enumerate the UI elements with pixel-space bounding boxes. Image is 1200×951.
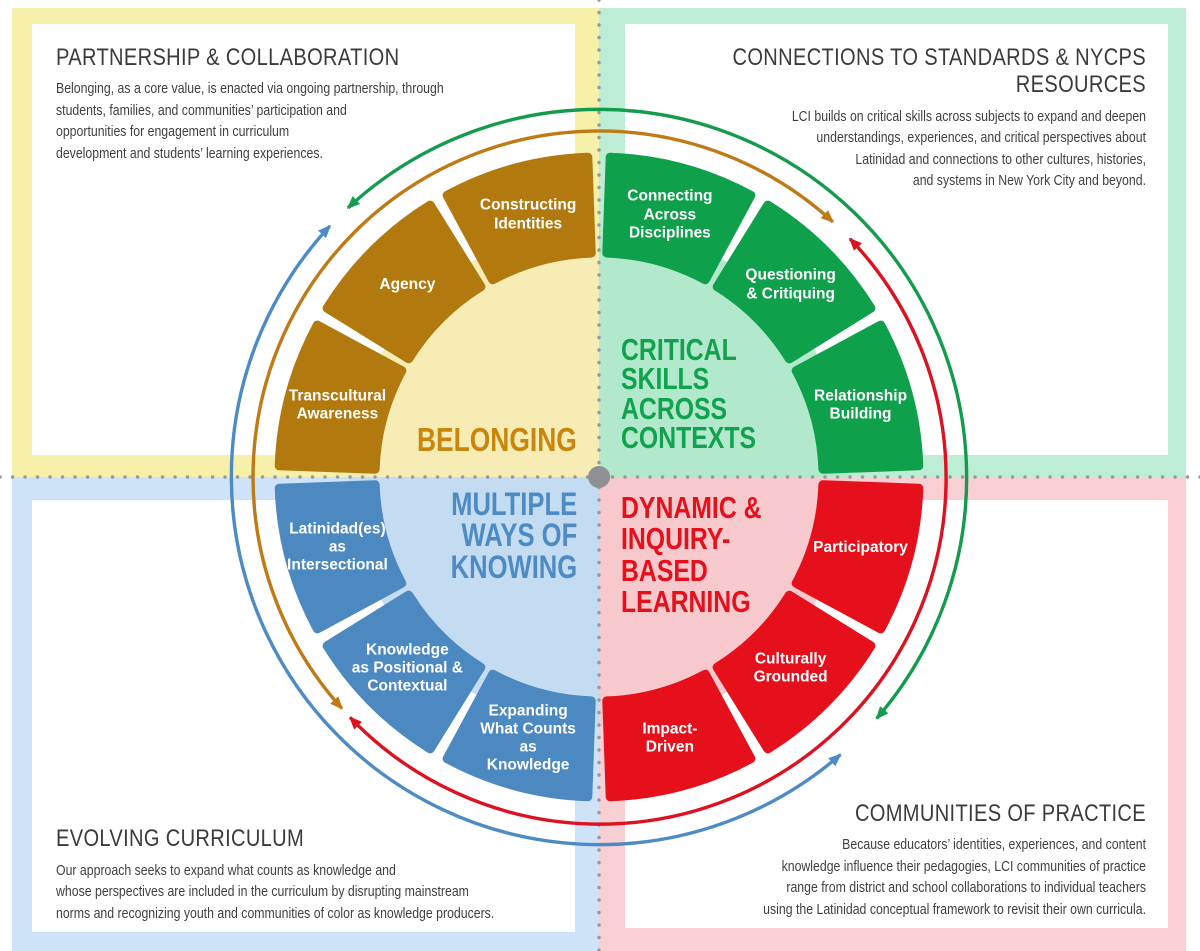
panel-partnership-collaboration: PARTNERSHIP & COLLABORATION Belonging, a…: [32, 24, 575, 455]
panel-body-connections: LCI builds on critical skills across sub…: [791, 107, 1146, 190]
panel-title-communities: COMMUNITIES OF PRACTICE: [854, 799, 1146, 827]
panel-evolving-curriculum: EVOLVING CURRICULUM Our approach seeks t…: [32, 500, 575, 932]
panel-title-connections: CONNECTIONS TO STANDARDS & NYCPS RESOURC…: [732, 44, 1146, 99]
panel-body-evolving: Our approach seeks to expand what counts…: [56, 861, 495, 922]
panel-connections-standards: CONNECTIONS TO STANDARDS & NYCPS RESOURC…: [625, 24, 1168, 455]
panel-communities-practice: COMMUNITIES OF PRACTICE Because educator…: [625, 500, 1168, 928]
panel-body-partnership: Belonging, as a core value, is enacted v…: [56, 80, 444, 162]
panel-body-communities: Because educators’ identities, experienc…: [763, 836, 1146, 918]
panel-title-partnership: PARTNERSHIP & COLLABORATION: [56, 44, 400, 71]
panel-title-evolving: EVOLVING CURRICULUM: [56, 825, 305, 853]
